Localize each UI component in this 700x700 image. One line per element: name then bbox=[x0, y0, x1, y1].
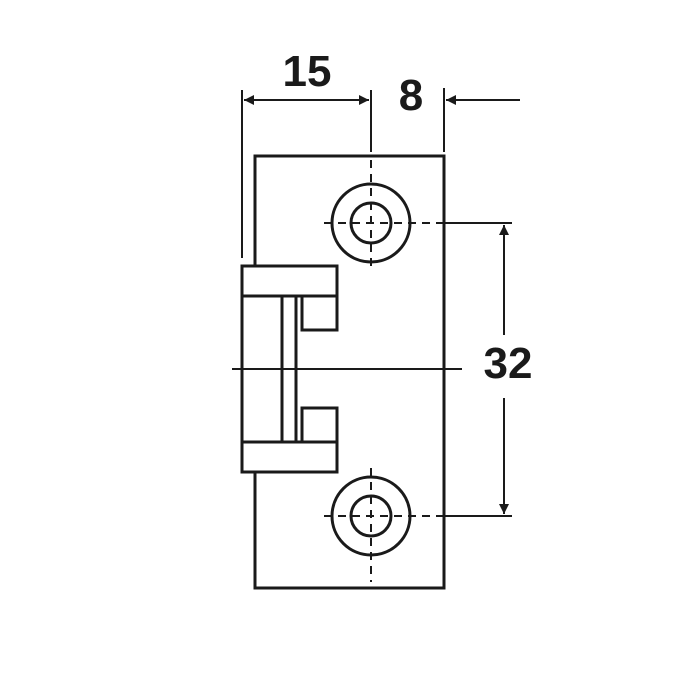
catch-bottom-arm bbox=[240, 440, 339, 474]
screw-hole-bottom bbox=[324, 468, 440, 582]
catch-body bbox=[240, 264, 339, 474]
dimension-width bbox=[241, 90, 372, 258]
dimension-offset bbox=[443, 88, 520, 152]
catch-top-arm-step bbox=[300, 294, 339, 332]
width-label: 15 bbox=[283, 47, 332, 96]
hole-spacing-label: 32 bbox=[484, 339, 533, 388]
dimension-hole-spacing bbox=[440, 222, 512, 517]
catch-bottom-arm-step bbox=[300, 406, 339, 444]
screw-hole-top bbox=[324, 160, 440, 272]
offset-label: 8 bbox=[399, 71, 423, 120]
catch-top-arm bbox=[240, 264, 339, 298]
